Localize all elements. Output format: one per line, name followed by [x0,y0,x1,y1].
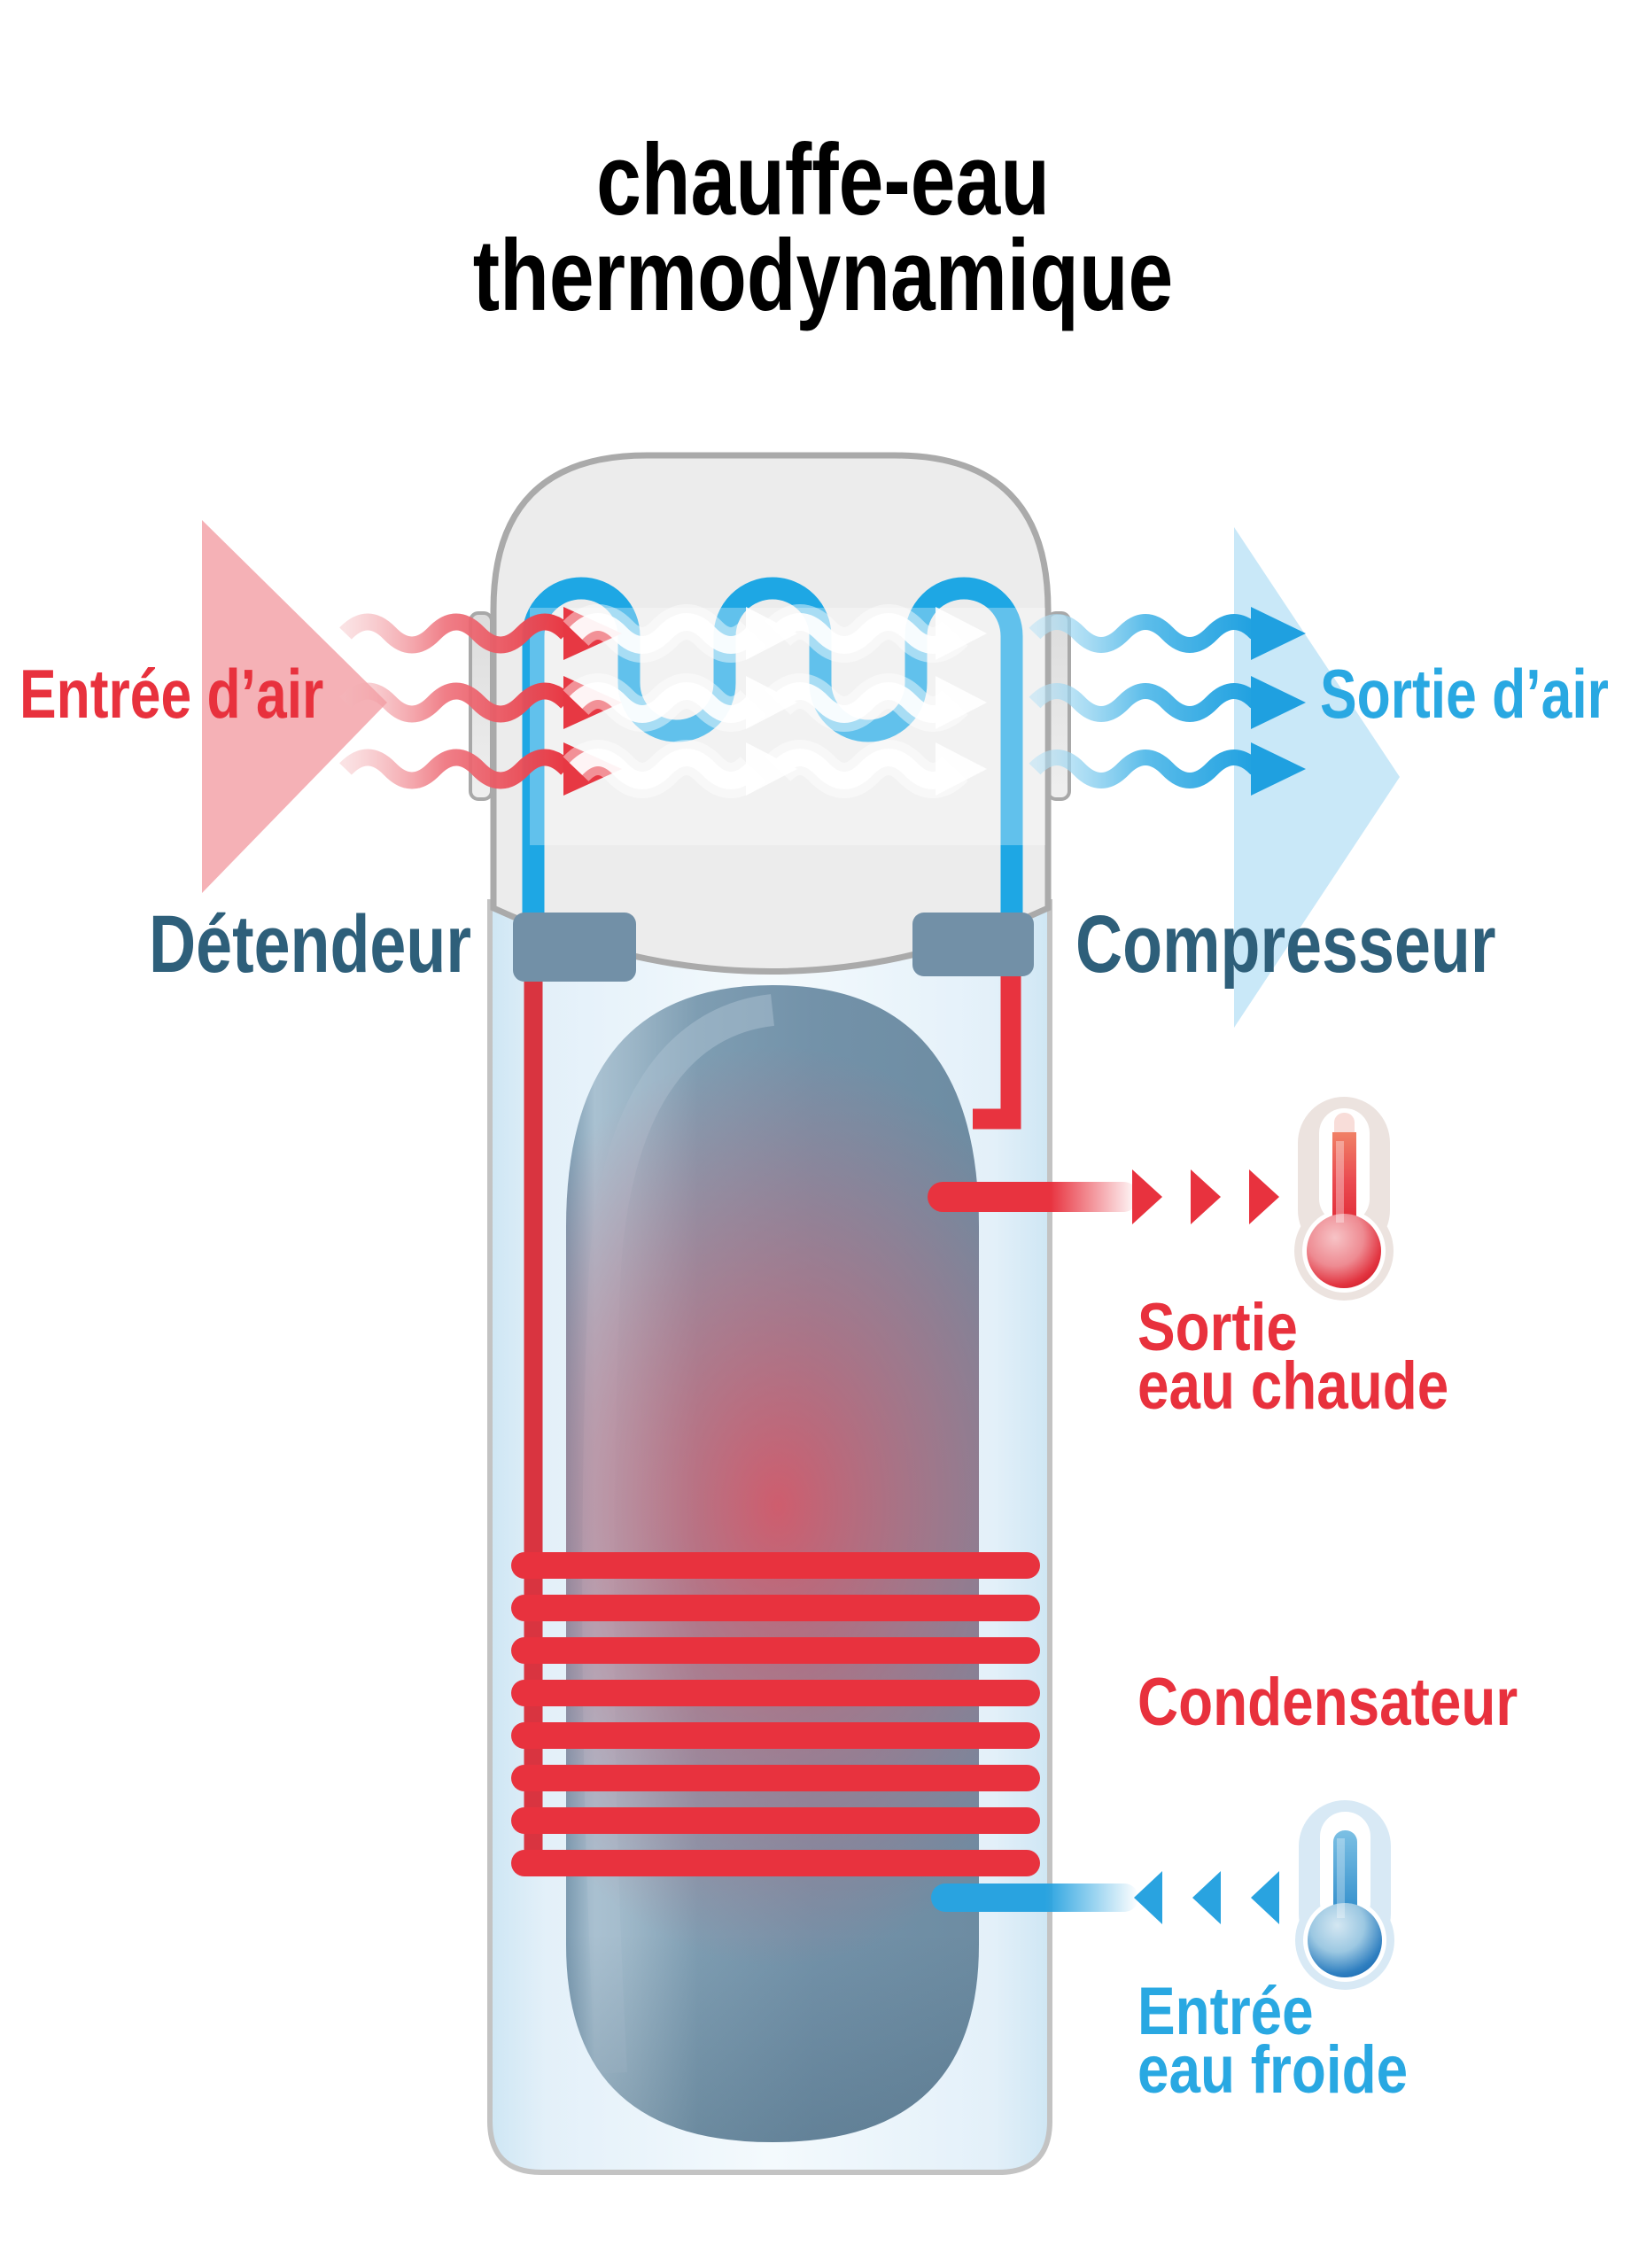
expansion-valve-label: Détendeur [149,899,471,990]
air-inlet-triangle [202,520,387,893]
compressor-block [912,913,1034,976]
air-inlet-arrows [339,607,622,796]
cold-water-inlet-label: Entrée eau froide [1137,1974,1409,2108]
air-inlet-label: Entrée d’air [19,655,324,733]
evaporator-coil-icon [522,577,1023,926]
hot-water-outlet-pipe [928,1182,1138,1212]
hot-water-arrows [1132,1169,1279,1224]
cold-water-inlet-label-line1: Entrée [1137,1974,1314,2049]
page-title-line1: chauffe-eau [596,124,1050,237]
cold-water-inlet-pipe [931,1884,1138,1912]
thermometer-hot-icon [1294,1097,1394,1301]
air-vent-right [1046,611,1071,801]
air-outlet-arrows [1029,607,1306,796]
condenser-label: Condensateur [1137,1665,1518,1740]
cold-water-inlet-label-line2: eau froide [1137,2032,1409,2108]
compressor-label: Compresseur [1075,899,1496,990]
air-outlet-triangle [1234,527,1400,1028]
hot-water-outlet-label-line1: Sortie [1137,1290,1298,1365]
air-outlet-label: Sortie d’air [1320,655,1609,733]
hot-water-outlet-label-line2: eau chaude [1137,1348,1449,1424]
cold-water-arrows [1134,1871,1279,1924]
water-heater-tank [469,452,1138,2175]
air-through-arrows [563,604,987,798]
page-title: chauffe-eau thermodynamique [165,124,1481,332]
refrigerant-pipe-right [973,970,1021,1130]
thermometer-cold-icon [1295,1800,1394,1990]
condenser-coil [511,1552,1040,1876]
hot-water-outlet-label: Sortie eau chaude [1137,1290,1449,1424]
expansion-valve-block [513,913,636,982]
page-title-line2: thermodynamique [472,220,1174,332]
